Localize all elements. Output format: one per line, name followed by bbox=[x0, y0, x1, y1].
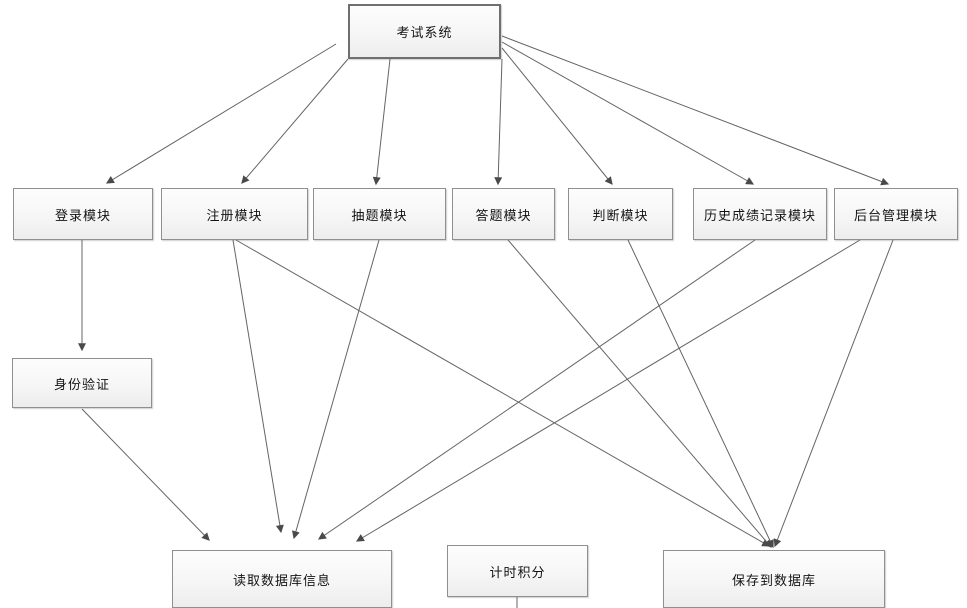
edge-judge-to-save-db bbox=[627, 239, 774, 549]
node-history: 历史成绩记录模块 bbox=[693, 188, 827, 240]
node-auth: 身份验证 bbox=[12, 358, 152, 408]
edge-exam-system-to-history bbox=[501, 41, 755, 185]
node-label-timer: 计时积分 bbox=[489, 564, 546, 580]
edge-register-to-save-db bbox=[235, 239, 771, 547]
edge-exam-system-to-answer bbox=[494, 58, 503, 186]
node-read-db: 读取数据库信息 bbox=[172, 550, 392, 608]
node-label-history: 历史成绩记录模块 bbox=[703, 207, 816, 223]
edge-exam-system-to-login bbox=[105, 43, 337, 184]
node-label-draw: 抽题模块 bbox=[351, 207, 408, 223]
node-timer: 计时积分 bbox=[447, 545, 588, 597]
node-label-login: 登录模块 bbox=[54, 207, 111, 223]
node-answer: 答题模块 bbox=[452, 188, 555, 240]
node-label-register: 注册模块 bbox=[206, 207, 263, 223]
edge-admin-to-save-db bbox=[773, 239, 894, 548]
node-label-auth: 身份验证 bbox=[53, 376, 110, 392]
edge-group bbox=[78, 35, 894, 608]
edge-register-to-read-db bbox=[232, 239, 284, 534]
edge-exam-system-to-draw bbox=[372, 58, 391, 186]
node-admin: 后台管理模块 bbox=[834, 188, 958, 240]
node-label-read-db: 读取数据库信息 bbox=[232, 572, 331, 588]
edge-auth-to-read-db bbox=[81, 408, 210, 541]
edge-exam-system-to-admin bbox=[501, 35, 890, 186]
node-label-admin: 后台管理模块 bbox=[853, 207, 938, 223]
node-judge: 判断模块 bbox=[568, 188, 673, 240]
node-register: 注册模块 bbox=[161, 188, 308, 240]
node-exam-system: 考试系统 bbox=[348, 4, 501, 59]
node-save-db: 保存到数据库 bbox=[663, 550, 885, 608]
edge-exam-system-to-judge bbox=[501, 47, 613, 185]
node-label-save-db: 保存到数据库 bbox=[731, 572, 816, 588]
node-label-judge: 判断模块 bbox=[592, 207, 649, 223]
node-label-answer: 答题模块 bbox=[475, 207, 532, 223]
node-label-exam-system: 考试系统 bbox=[396, 25, 453, 40]
edge-admin-to-read-db bbox=[355, 239, 861, 542]
node-draw: 抽题模块 bbox=[313, 188, 446, 240]
node-login: 登录模块 bbox=[13, 188, 153, 240]
edge-history-to-read-db bbox=[318, 239, 756, 540]
edge-draw-to-read-db bbox=[292, 239, 380, 540]
edge-answer-to-save-db bbox=[507, 239, 772, 548]
edge-exam-system-to-register bbox=[241, 58, 349, 184]
